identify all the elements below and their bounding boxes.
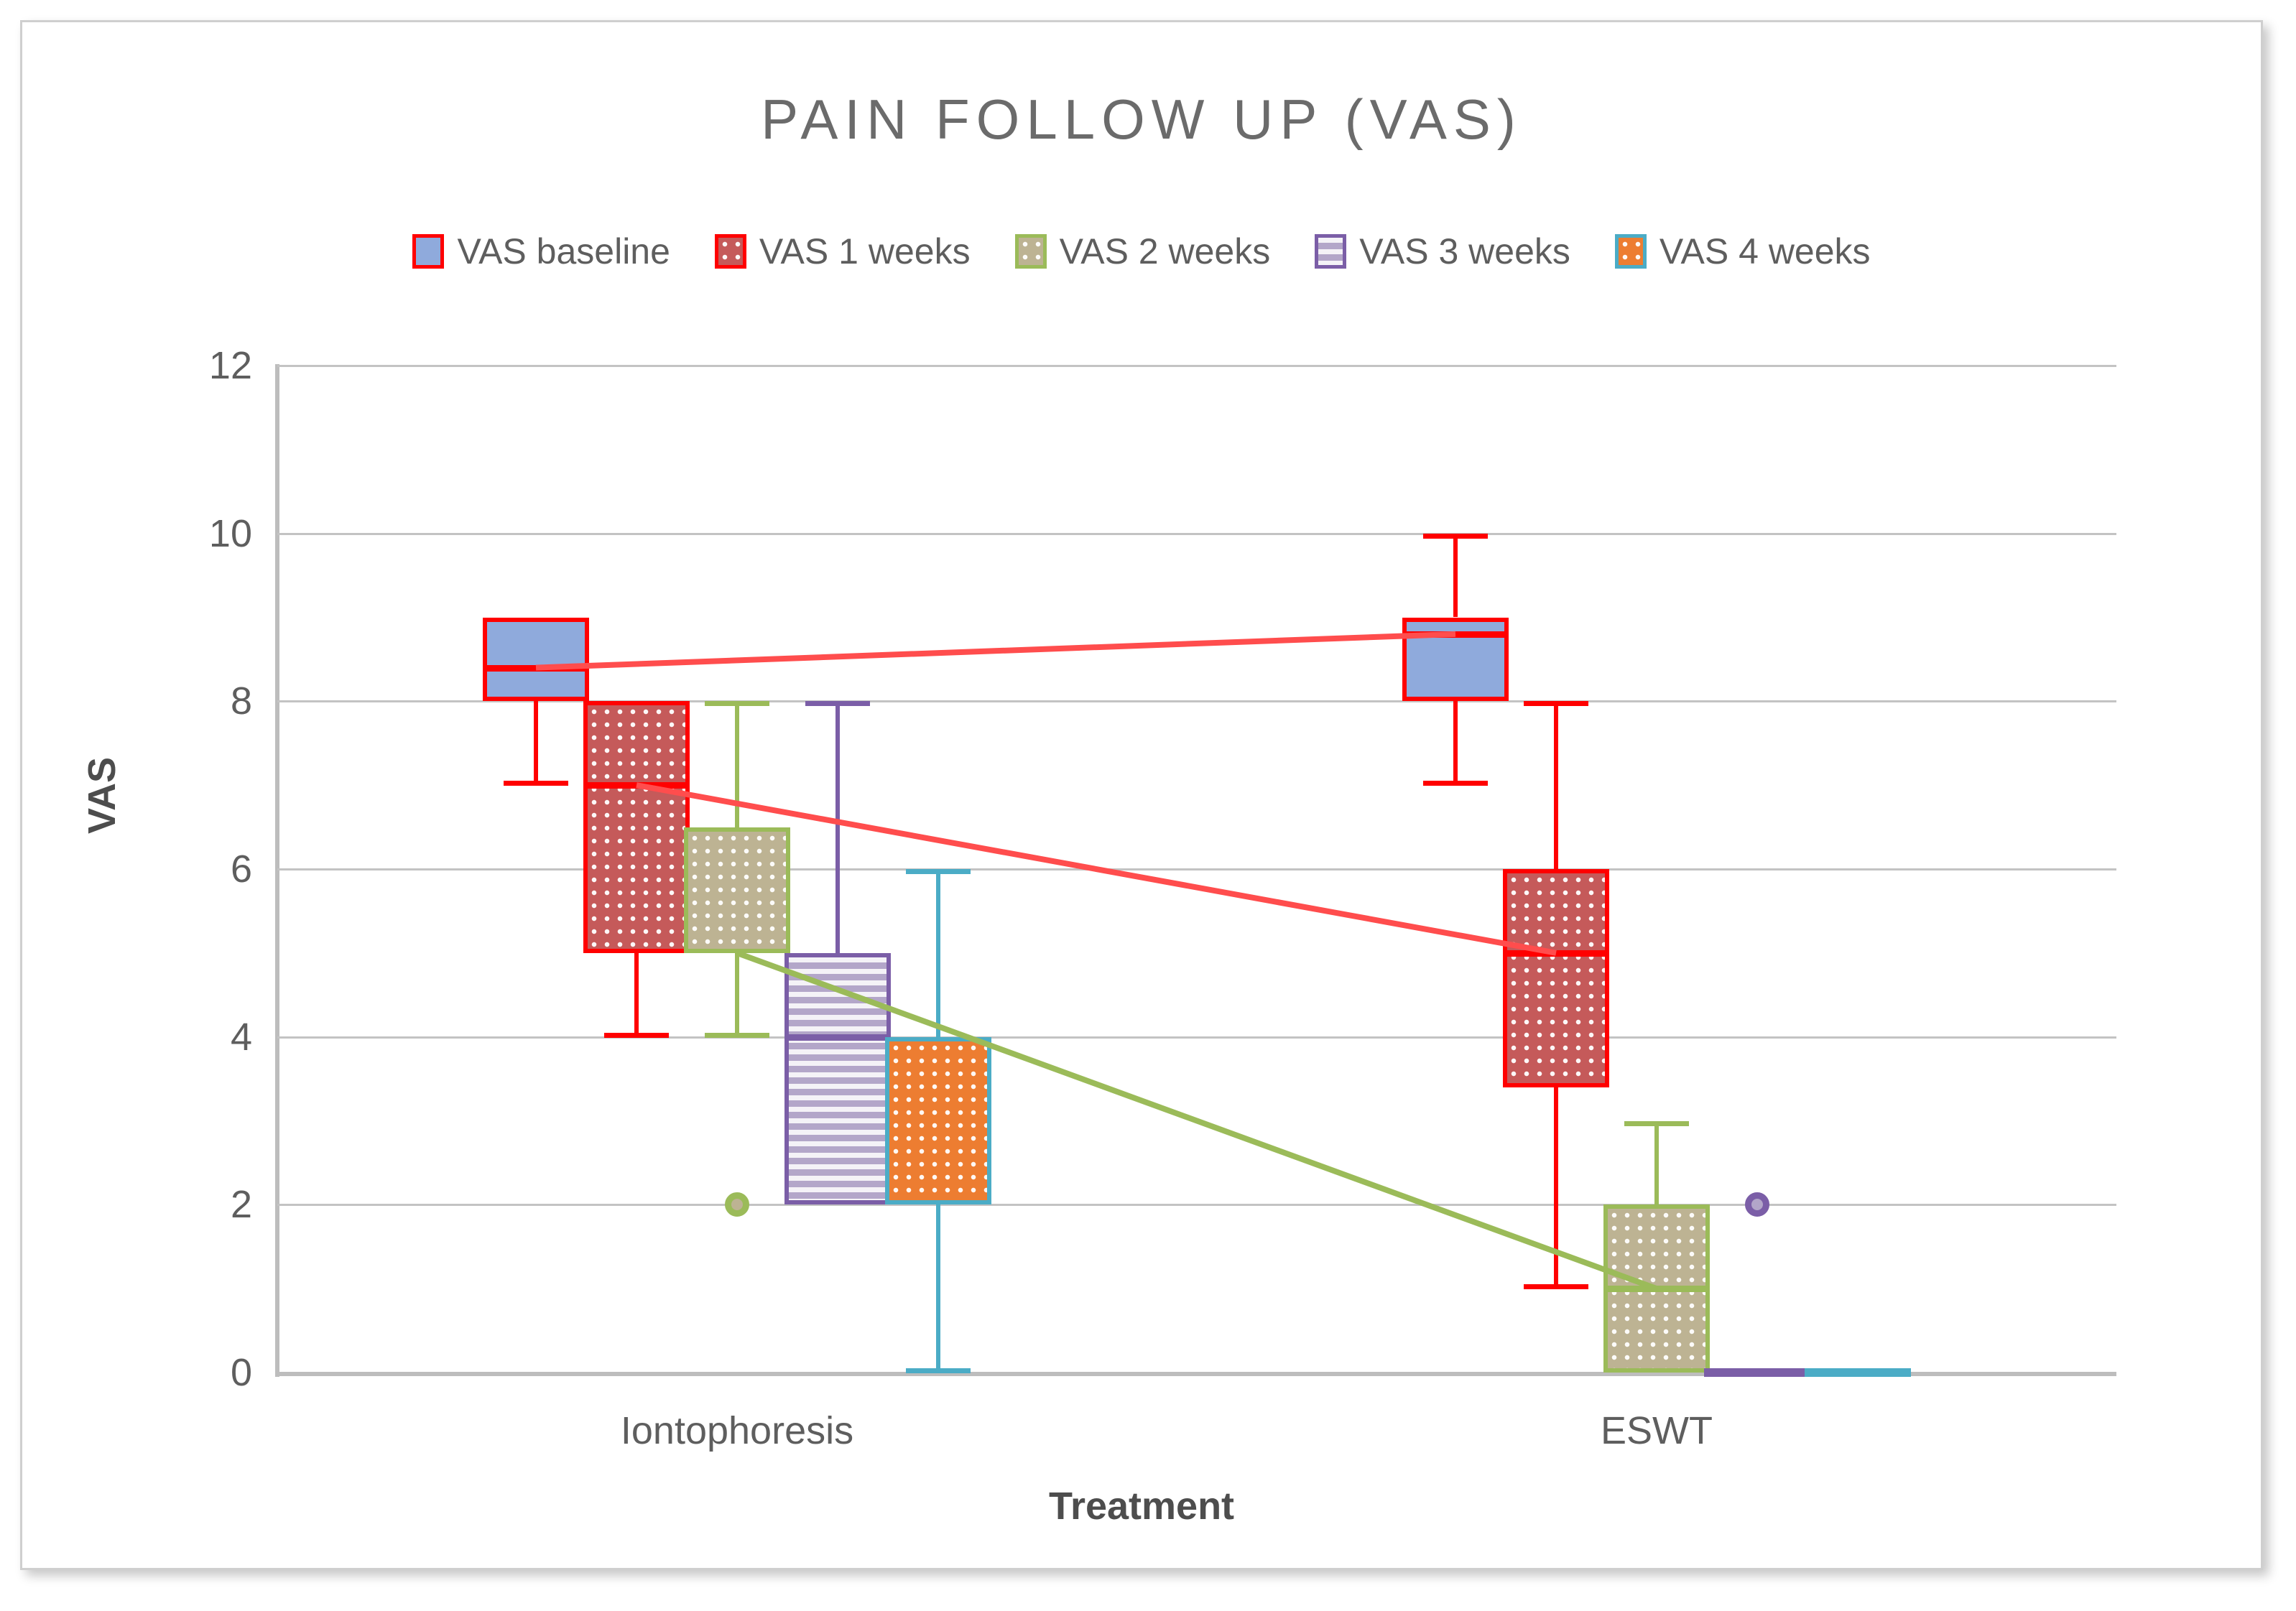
whisker-cap-upper: [805, 701, 870, 707]
whisker-lower: [735, 952, 739, 1037]
box-plot-body: [885, 1036, 991, 1205]
whisker-cap-upper: [1423, 533, 1488, 539]
whisker-upper: [735, 701, 739, 827]
y-axis-tick-label: 10: [208, 511, 252, 555]
box-plot-body: [1503, 869, 1609, 1087]
whisker-upper: [835, 701, 840, 953]
whisker-cap-upper: [1624, 1120, 1689, 1126]
y-axis-tick-label: 6: [230, 848, 252, 891]
legend-swatch-icon: [412, 234, 445, 269]
box-plot-body: [684, 827, 790, 953]
box-plot-body: [784, 952, 891, 1205]
gridline: [277, 868, 2116, 871]
gridline: [277, 1372, 2116, 1376]
whisker-cap-upper: [906, 869, 971, 874]
box-plot-outlier: [725, 1192, 749, 1217]
box-plot-flat-line: [1704, 1368, 1810, 1377]
legend-item-label: VAS baseline: [457, 231, 670, 271]
x-axis-title: Treatment: [1048, 1485, 1235, 1528]
x-axis-tick-label: ESWT: [1601, 1409, 1713, 1452]
legend-item-label: VAS 4 weeks: [1659, 231, 1871, 271]
box-plot-median: [483, 664, 589, 672]
whisker-lower: [534, 701, 538, 786]
y-axis-tick-label: 8: [230, 679, 252, 723]
y-axis-title: VAS: [80, 756, 124, 834]
whisker-lower: [936, 1204, 940, 1373]
whisker-cap-lower: [1423, 781, 1488, 786]
gridline: [277, 365, 2116, 367]
chart-title: PAIN FOLLOW UP (VAS): [761, 88, 1522, 151]
box-plot-body: [1402, 617, 1509, 702]
legend-swatch-icon: [714, 234, 746, 269]
week1-trend: [636, 782, 1557, 956]
chart-legend: VAS baseline VAS 1 weeks VAS 2 weeks VAS 3 …: [22, 231, 2261, 272]
whisker-lower: [1453, 701, 1458, 786]
y-axis-tick-label: 12: [208, 344, 252, 387]
box-plot-body: [583, 701, 690, 953]
baseline-trend: [535, 631, 1456, 671]
chart-frame: PAIN FOLLOW UP (VAS) VAS baseline VAS 1 w…: [20, 20, 2263, 1570]
gridline: [277, 700, 2116, 703]
legend-swatch-icon: [1315, 234, 1347, 269]
legend-swatch-icon: [1614, 234, 1647, 269]
legend-item-label: VAS 2 weeks: [1059, 231, 1271, 271]
y-axis-tick-label: 0: [230, 1351, 252, 1394]
whisker-cap-lower: [1524, 1284, 1588, 1290]
box-plot-median: [1503, 950, 1609, 957]
legend-item-3[interactable]: VAS 3 weeks: [1315, 231, 1570, 272]
x-axis-tick-label: Iontophoresis: [620, 1409, 854, 1452]
box-plot-median: [1603, 1286, 1710, 1293]
whisker-cap-lower: [906, 1368, 971, 1373]
whisker-upper: [1554, 701, 1558, 869]
week2-trend: [736, 950, 1658, 1291]
whisker-upper: [1453, 533, 1458, 618]
whisker-cap-lower: [604, 1032, 669, 1038]
legend-item-1[interactable]: VAS 1 weeks: [714, 231, 971, 272]
legend-item-2[interactable]: VAS 2 weeks: [1014, 231, 1271, 272]
y-axis-tick-label: 4: [230, 1015, 252, 1059]
y-axis-tick-label: 2: [230, 1183, 252, 1227]
whisker-cap-lower: [504, 781, 568, 786]
legend-item-label: VAS 1 weeks: [759, 231, 971, 271]
whisker-lower: [634, 952, 639, 1037]
box-plot-flat-line: [1805, 1368, 1911, 1377]
plot-area: [277, 365, 2116, 1377]
legend-item-label: VAS 3 weeks: [1359, 231, 1570, 271]
whisker-cap-upper: [1524, 701, 1588, 707]
y-axis-line: [275, 364, 279, 1377]
box-plot-outlier: [1745, 1192, 1769, 1217]
legend-swatch-icon: [1014, 234, 1047, 269]
legend-item-0[interactable]: VAS baseline: [412, 231, 670, 272]
box-plot-body: [483, 617, 589, 702]
trend-lines: [535, 631, 1658, 1291]
gridline: [277, 1204, 2116, 1207]
legend-item-4[interactable]: VAS 4 weeks: [1614, 231, 1871, 272]
gridline: [277, 532, 2116, 535]
gridline: [277, 1036, 2116, 1039]
whisker-upper: [1654, 1120, 1659, 1205]
box-plot-median: [784, 1034, 891, 1041]
whisker-cap-upper: [705, 701, 769, 707]
whisker-lower: [1554, 1087, 1558, 1289]
whisker-cap-lower: [705, 1032, 769, 1038]
whisker-upper: [936, 869, 940, 1037]
